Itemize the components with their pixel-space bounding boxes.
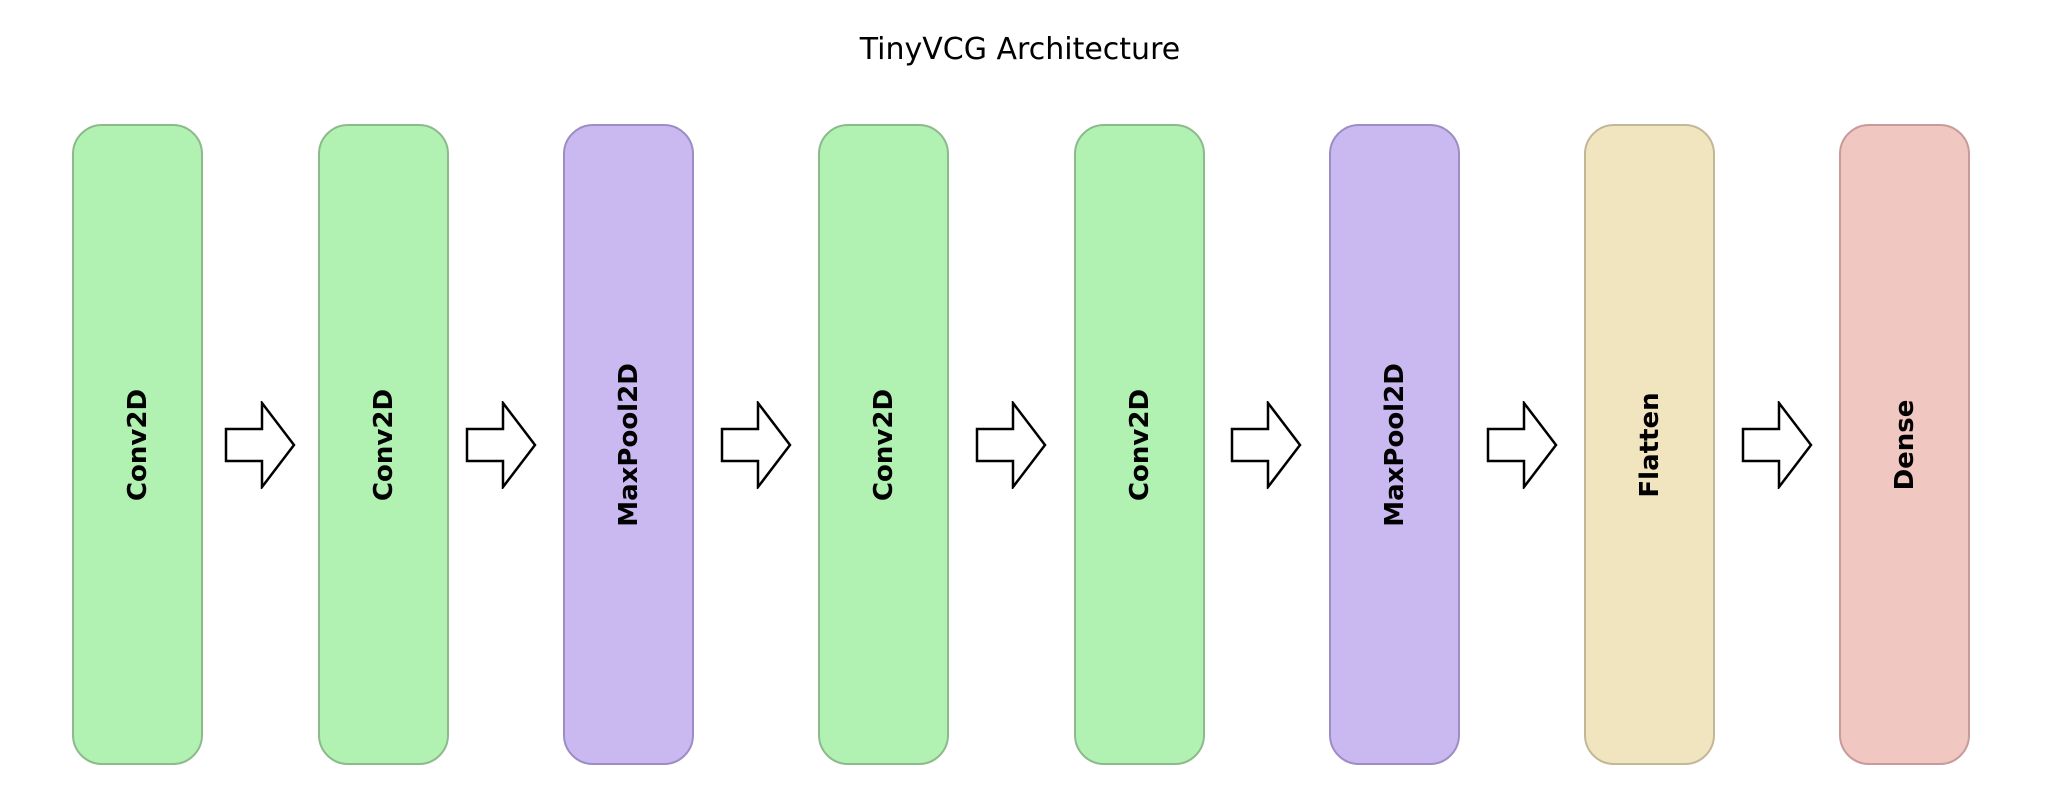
layer-label: Conv2D: [368, 388, 399, 501]
layer-label: Dense: [1889, 399, 1920, 490]
flow-arrow-icon: [465, 401, 537, 489]
layer-block-flatten: Flatten: [1584, 124, 1715, 765]
diagram-title: TinyVCG Architecture: [859, 32, 1181, 67]
layer-label: Conv2D: [868, 388, 899, 501]
layer-label: MaxPool2D: [1379, 362, 1410, 527]
layer-block-maxpool2d-2: MaxPool2D: [1329, 124, 1460, 765]
layer-block-conv2d-2: Conv2D: [318, 124, 449, 765]
layer-block-maxpool2d-1: MaxPool2D: [563, 124, 694, 765]
layer-label: Conv2D: [1124, 388, 1155, 501]
layer-block-conv2d-4: Conv2D: [1074, 124, 1205, 765]
layer-block-dense: Dense: [1839, 124, 1970, 765]
flow-arrow-icon: [1230, 401, 1302, 489]
flow-arrow-icon: [1486, 401, 1558, 489]
flow-arrow-icon: [975, 401, 1047, 489]
layer-block-conv2d-3: Conv2D: [818, 124, 949, 765]
flow-arrow-icon: [720, 401, 792, 489]
layer-label: MaxPool2D: [613, 362, 644, 527]
layer-label: Conv2D: [122, 388, 153, 501]
layer-label: Flatten: [1634, 391, 1665, 498]
flow-arrow-icon: [1741, 401, 1813, 489]
layer-block-conv2d-1: Conv2D: [72, 124, 203, 765]
flow-arrow-icon: [224, 401, 296, 489]
